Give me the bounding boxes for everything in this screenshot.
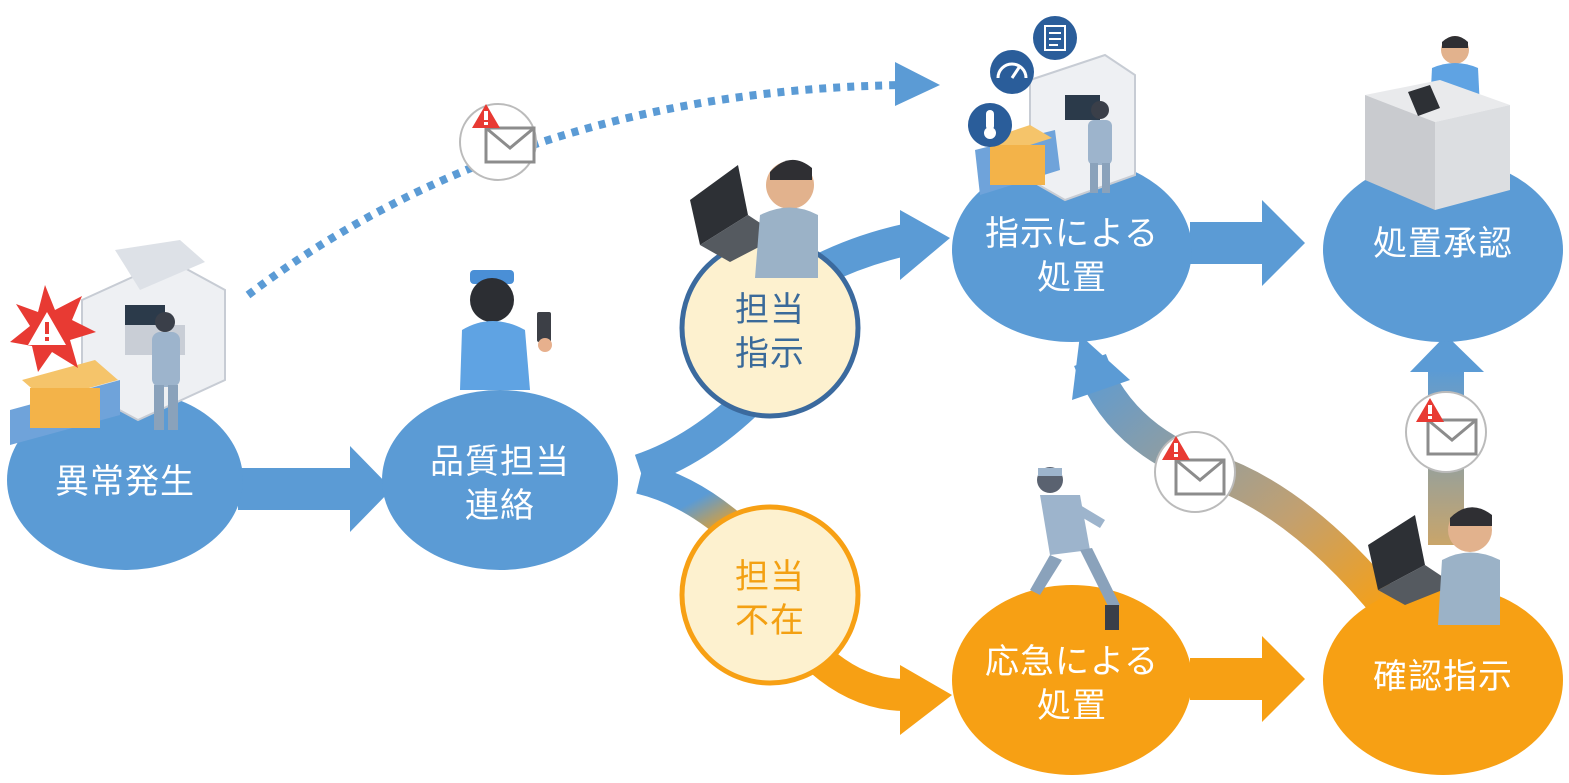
arrow-treat-approve-shaft bbox=[1190, 222, 1270, 264]
desk-approver-icon bbox=[1365, 36, 1510, 210]
node-treat-instruct-line1: 指示による bbox=[985, 214, 1159, 254]
gauge-icon bbox=[990, 50, 1034, 94]
node-emergency-line1: 応急による bbox=[985, 642, 1159, 682]
arrow-treat-approve-head bbox=[1262, 200, 1305, 286]
arrow-abnormal-contact-head bbox=[350, 446, 392, 532]
node-confirm-blob bbox=[1323, 585, 1563, 775]
node-emergency-label: 応急による 処置 bbox=[962, 640, 1182, 728]
node-confirm-line1: 確認指示 bbox=[1373, 657, 1513, 697]
checklist-icon bbox=[1033, 16, 1077, 60]
thermometer-icon bbox=[968, 103, 1012, 147]
alert-burst-icon bbox=[10, 285, 96, 372]
node-confirm-label: 確認指示 bbox=[1343, 655, 1543, 699]
node-contact-blob bbox=[382, 390, 618, 570]
arrow-emergency-confirm-head bbox=[1262, 636, 1305, 722]
node-abnormal-label: 異常発生 bbox=[25, 460, 225, 504]
worker-phone-icon bbox=[460, 270, 552, 390]
node-contact-label: 品質担当 連絡 bbox=[400, 440, 600, 528]
node-abnormal-line1: 異常発生 bbox=[55, 462, 195, 502]
alert-mail-icon-2 bbox=[1154, 431, 1236, 513]
worker-icon bbox=[152, 312, 180, 430]
node-absent-line2: 不在 bbox=[735, 601, 805, 641]
node-instruct-line1: 担当 bbox=[735, 290, 805, 330]
arrow-absent-emergency bbox=[809, 647, 906, 711]
dotted-arrow-head bbox=[895, 62, 940, 106]
node-approve-label: 処置承認 bbox=[1343, 222, 1543, 266]
arrow-confirm-approve-head bbox=[1410, 335, 1484, 372]
alert-mail-icon-3 bbox=[1405, 391, 1487, 473]
alert-mail-icon bbox=[459, 103, 537, 181]
node-abnormal-blob bbox=[7, 390, 243, 570]
factory-machine-icon-2 bbox=[975, 53, 1136, 202]
notification-dotted-arrow bbox=[245, 81, 906, 299]
node-emergency-line2: 処置 bbox=[1037, 686, 1107, 726]
node-absent-label: 担当 不在 bbox=[690, 555, 850, 643]
node-absent-circle bbox=[679, 504, 861, 686]
laptop-user-icon bbox=[690, 159, 818, 278]
node-treat-instruct-blob bbox=[952, 158, 1192, 342]
node-treat-instruct-line2: 処置 bbox=[1037, 258, 1107, 298]
arrow-absent-emergency-head bbox=[900, 665, 952, 735]
arrow-emergency-confirm-shaft bbox=[1190, 658, 1270, 700]
node-absent-line1: 担当 bbox=[735, 557, 805, 597]
arrow-confirm-treat-head bbox=[1072, 335, 1130, 400]
node-treat-instruct-label: 指示による 処置 bbox=[962, 212, 1182, 300]
laptop-user-icon-2 bbox=[1368, 507, 1500, 625]
node-contact-line1: 品質担当 bbox=[430, 442, 570, 482]
arrow-abnormal-contact-shaft bbox=[238, 468, 358, 510]
arrow-confirm-treat bbox=[1074, 353, 1404, 621]
node-approve-line1: 処置承認 bbox=[1373, 224, 1513, 264]
node-emergency-blob bbox=[952, 585, 1192, 775]
node-instruct-line2: 指示 bbox=[735, 334, 805, 374]
arrow-instruct-treat-head bbox=[900, 210, 950, 280]
node-contact-line2: 連絡 bbox=[465, 486, 535, 526]
node-instruct-label: 担当 指示 bbox=[690, 288, 850, 376]
runner-icon bbox=[1030, 467, 1120, 630]
node-approve-blob bbox=[1323, 158, 1563, 342]
